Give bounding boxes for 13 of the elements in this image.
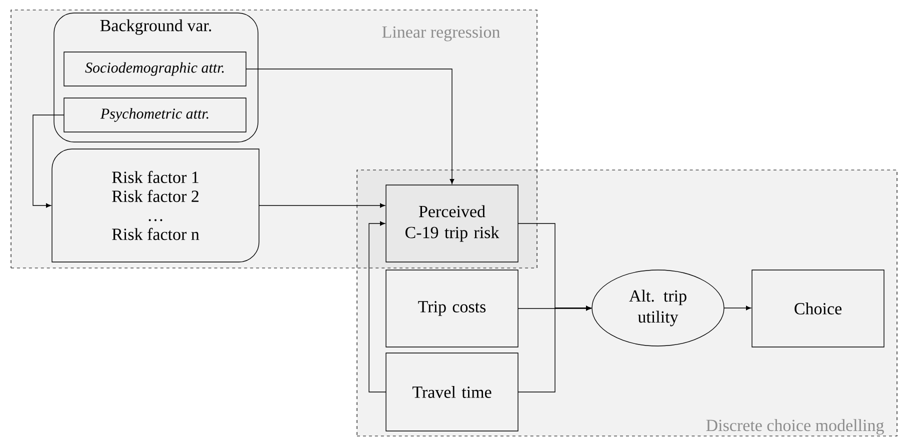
- attribute-box: Sociodemographic attr.: [64, 52, 246, 86]
- factor-box: Risk factor 1 Risk factor 2 … Risk factor n: [52, 148, 260, 262]
- arrow: [724, 306, 752, 310]
- arrow: [368, 221, 386, 392]
- process-box: Perceived C-19 trip risk: [386, 184, 518, 262]
- arrow: [32, 114, 64, 208]
- attribute-box: Psychometric attr.: [64, 98, 246, 132]
- arrow: [246, 68, 454, 184]
- process-box: Trip costs: [386, 270, 518, 348]
- arrow: [518, 306, 592, 392]
- process-box: Choice: [752, 270, 884, 348]
- arrow: [258, 203, 386, 208]
- process-box: Travel time: [386, 352, 518, 432]
